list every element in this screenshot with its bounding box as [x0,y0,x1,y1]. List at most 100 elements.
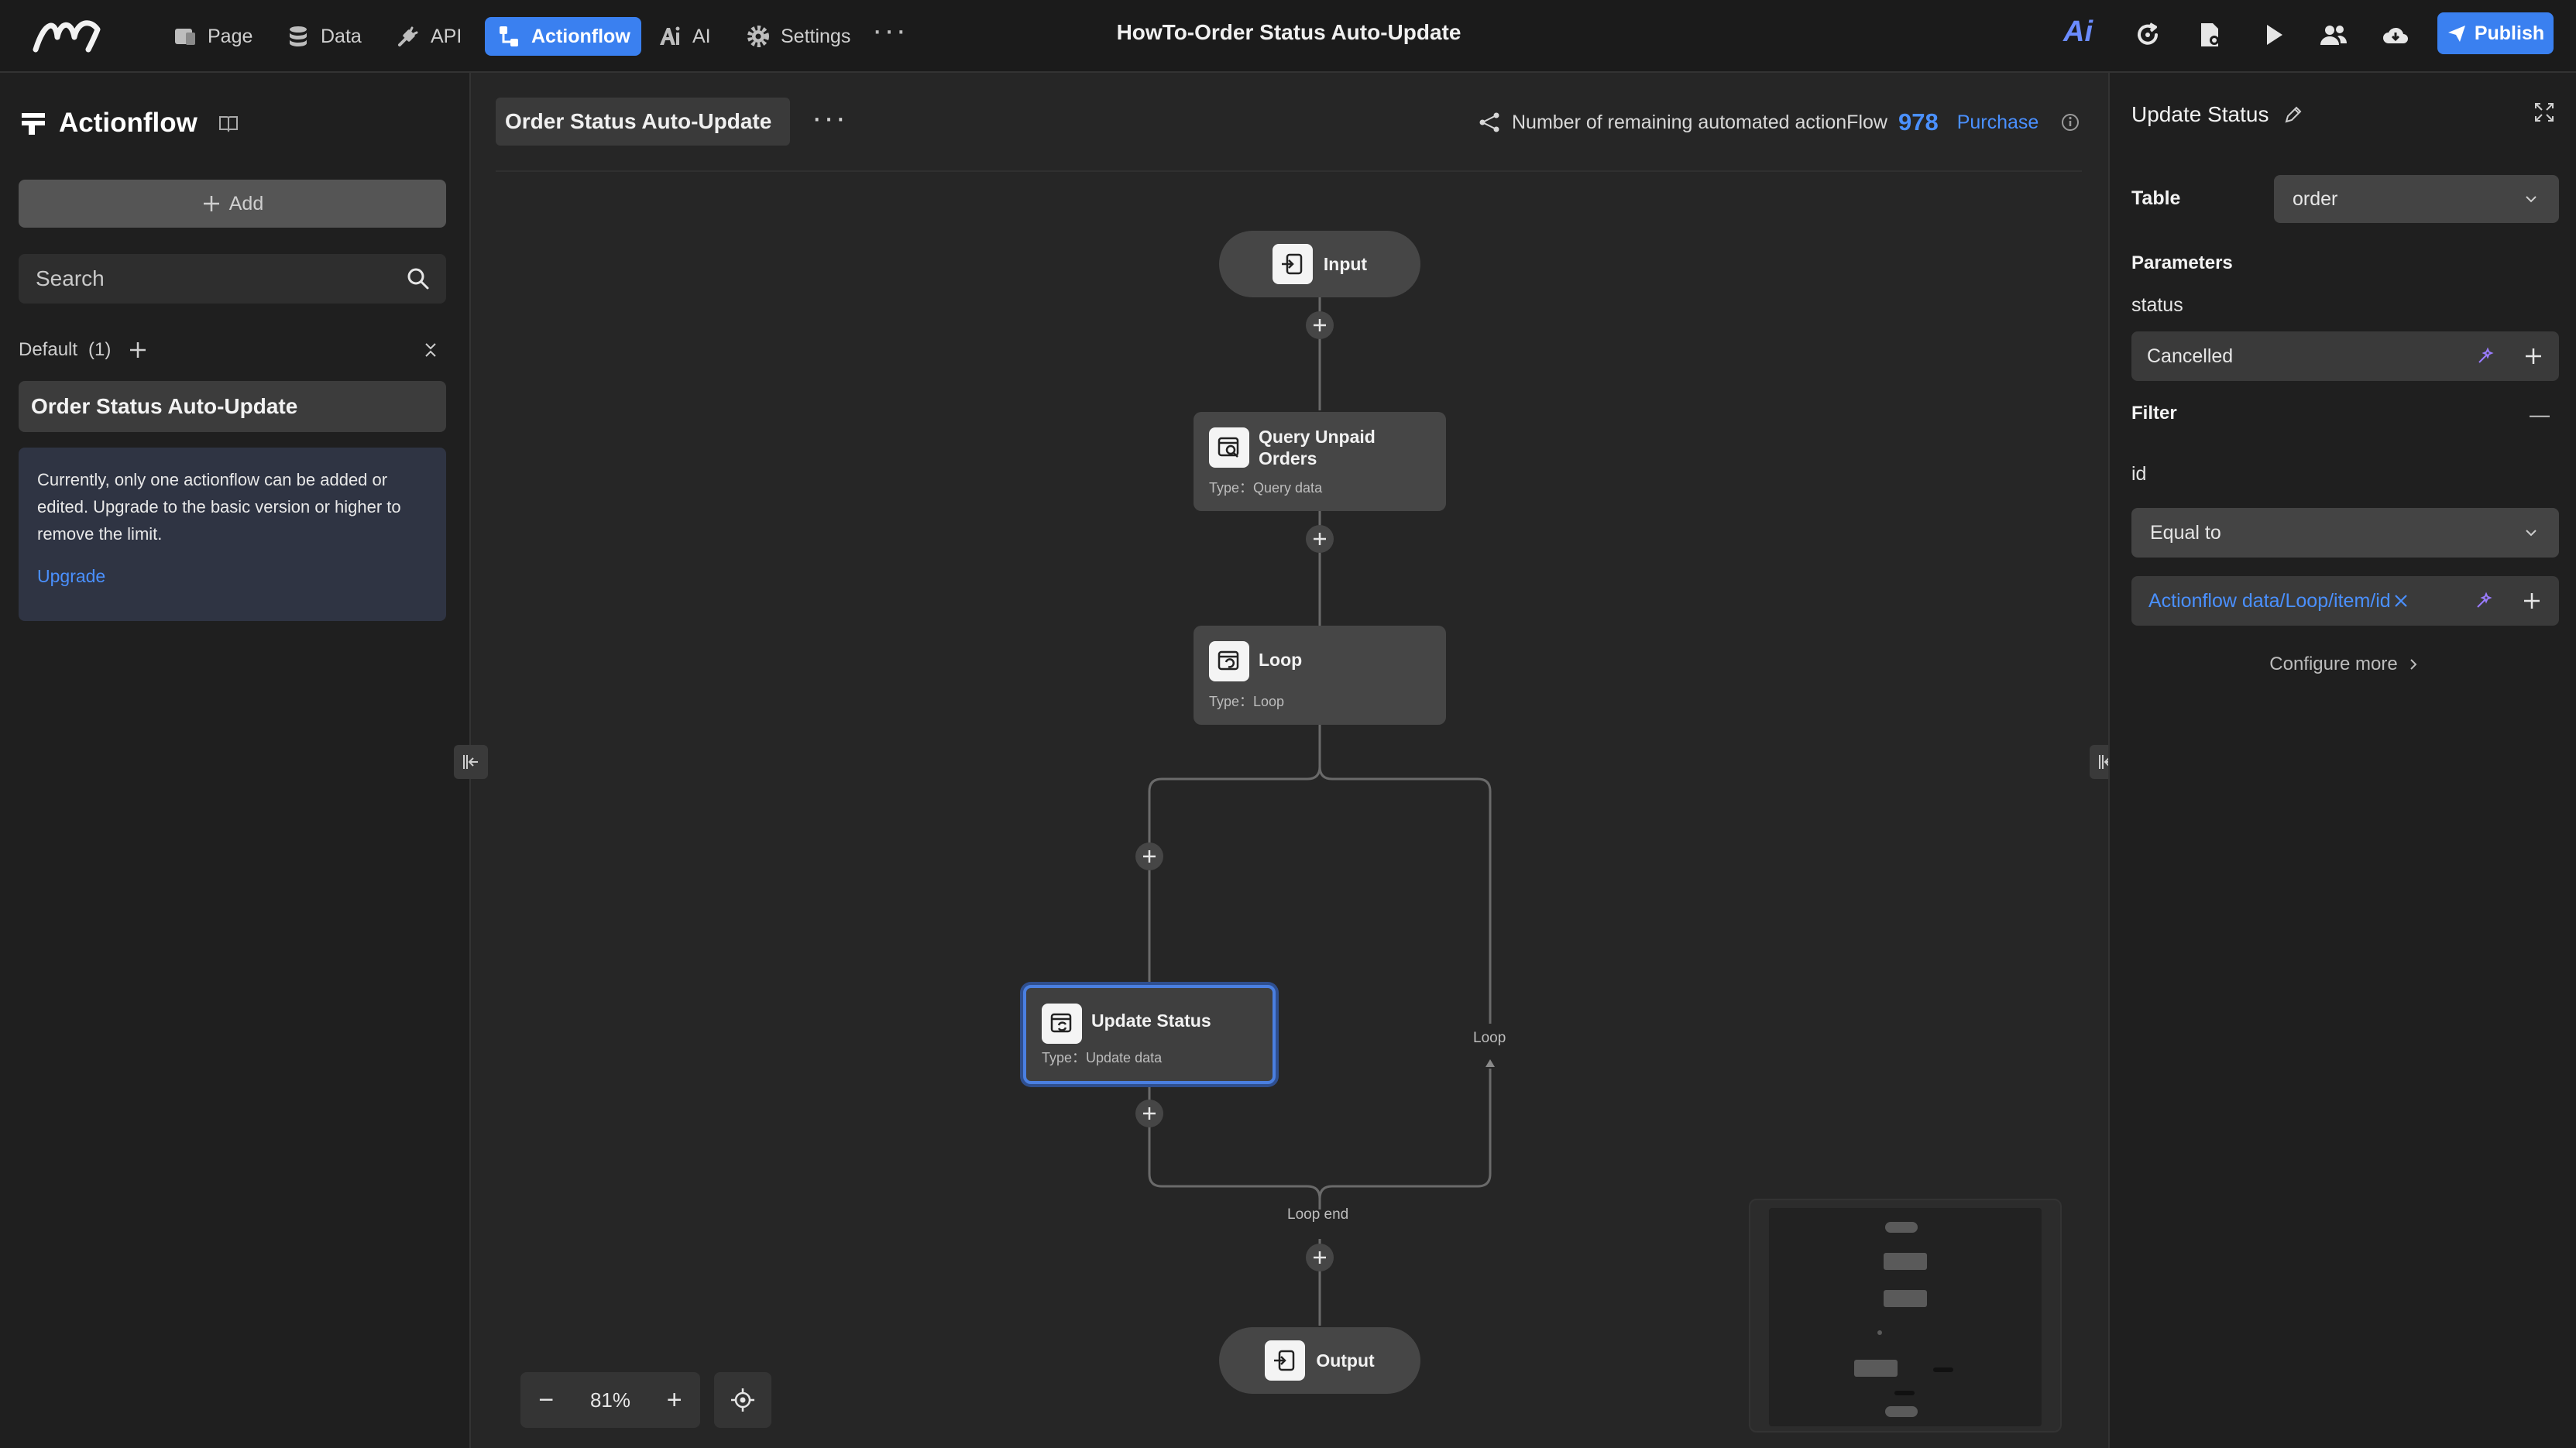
input-node[interactable]: Input [1219,231,1420,297]
add-param-icon[interactable] [2523,346,2543,366]
fit-view-button[interactable] [714,1372,771,1428]
flow-name-tab[interactable]: Order Status Auto-Update [496,98,791,146]
purchase-link[interactable]: Purchase [1956,111,2039,133]
zoom-controls: − 81% + [520,1372,700,1428]
chevron-down-icon [2522,190,2540,208]
nav-actionflow[interactable]: Actionflow [485,17,641,56]
actionflow-list-item[interactable]: Order Status Auto-Update [19,381,446,432]
preview-button[interactable] [2255,17,2291,53]
loop-node-title: Loop [1259,650,1303,670]
send-icon [2447,23,2467,43]
collaborators-button[interactable] [2316,17,2351,53]
document-settings-icon [2195,20,2224,50]
output-node-label: Output [1316,1350,1375,1371]
more-menu-button[interactable]: ··· [872,13,908,47]
nav-data-label: Data [321,25,362,47]
loop-node[interactable]: Loop Type：Loop [1194,626,1446,725]
sidebar-header: Actionflow [20,104,239,142]
info-icon[interactable] [2060,112,2080,132]
debug-button[interactable] [2192,17,2227,53]
search-icon[interactable] [406,266,431,291]
properties-panel [2108,73,2576,1448]
docs-book-icon[interactable] [218,112,239,134]
search-input[interactable] [19,254,383,304]
configure-more-button[interactable]: Configure more [2131,649,2559,680]
gear-icon [745,23,771,50]
operator-select[interactable]: Equal to [2131,508,2559,558]
loop-end-label: Loop end [1287,1206,1349,1223]
collapse-group-icon[interactable] [421,341,440,359]
chevron-right-icon [2406,657,2421,672]
magic-wand-icon[interactable] [2475,345,2497,367]
add-node-button[interactable] [1135,1100,1163,1127]
collapse-left-panel-button[interactable] [454,745,488,779]
nav-ai[interactable]: AI [646,17,722,56]
nav-page[interactable]: Page [161,17,263,56]
refresh-button[interactable] [2130,17,2166,53]
play-icon [2258,20,2288,50]
app-logo-icon[interactable] [29,14,107,57]
filter-value-field[interactable]: Actionflow data/Loop/item/id [2131,576,2559,626]
zoom-in-button[interactable]: + [666,1385,682,1415]
minimap[interactable] [1749,1199,2062,1433]
nav-settings[interactable]: Settings [734,17,861,56]
add-group-icon[interactable] [128,340,148,360]
collapse-left-icon [460,751,482,773]
notice-text: Currently, only one actionflow can be ad… [37,470,401,544]
clear-value-icon[interactable] [2392,592,2409,609]
minimap-node [1894,1391,1915,1395]
add-node-button[interactable] [1306,1244,1334,1271]
publish-button[interactable]: Publish [2437,12,2554,54]
add-actionflow-button[interactable]: Add [19,180,446,228]
group-header[interactable]: Default (1) [19,335,446,365]
filter-collapse-button[interactable]: — [2530,403,2550,426]
parameters-label: Parameters [2131,252,2233,273]
add-filter-icon[interactable] [2522,591,2542,611]
filter-value-reference: Actionflow data/Loop/item/id [2148,589,2391,612]
query-data-icon [1209,427,1249,468]
add-node-button[interactable] [1135,842,1163,870]
filter-label: Filter [2131,403,2177,424]
expand-icon[interactable] [2533,101,2556,124]
upgrade-link[interactable]: Upgrade [37,566,106,586]
plus-icon [1311,1249,1328,1266]
status-value-field[interactable]: Cancelled [2131,331,2559,381]
actionflow-icon [496,23,522,50]
sidebar-title: Actionflow [59,108,197,138]
properties-title: Update Status [2131,102,2269,126]
plus-icon [1141,1105,1158,1122]
ai-icon [657,23,683,50]
nav-api[interactable]: API [384,17,472,56]
left-sidebar: Actionflow Add Default (1) Order Status … [0,73,471,1448]
ai-assistant-button[interactable]: Ai [2063,15,2093,48]
refresh-icon [2133,20,2162,50]
add-node-button[interactable] [1306,525,1334,553]
group-name: Default [19,339,78,360]
minimap-node [1885,1222,1918,1233]
configure-more-label: Configure more [2269,654,2398,674]
table-select[interactable]: order [2274,175,2559,223]
query-unpaid-orders-node[interactable]: Query Unpaid Orders Type：Query data [1194,412,1446,511]
cloud-sync-button[interactable] [2378,17,2413,53]
nav-api-label: API [431,25,462,47]
edit-pencil-icon[interactable] [2282,104,2304,125]
app-title: HowTo-Order Status Auto-Update [1116,20,1461,44]
loop-edge-label: Loop [1473,1030,1506,1046]
add-node-button[interactable] [1306,311,1334,339]
api-plug-icon [395,23,421,50]
update-status-node[interactable]: Update Status Type：Update data [1023,985,1276,1084]
chevron-down-icon [2522,523,2540,542]
nav-data[interactable]: Data [274,17,373,56]
flow-options-button[interactable]: ··· [812,101,847,135]
magic-wand-icon[interactable] [2474,590,2495,612]
output-node[interactable]: Output [1219,1327,1420,1394]
zoom-out-button[interactable]: − [538,1385,555,1415]
nav-ai-label: AI [692,25,711,47]
output-node-icon [1265,1340,1306,1381]
plus-icon [1141,848,1158,865]
loop-icon [1209,641,1249,681]
publish-label: Publish [2474,22,2545,44]
minimap-node [1933,1367,1953,1372]
group-count: (1) [88,339,112,360]
canvas-header-divider [496,170,2082,172]
